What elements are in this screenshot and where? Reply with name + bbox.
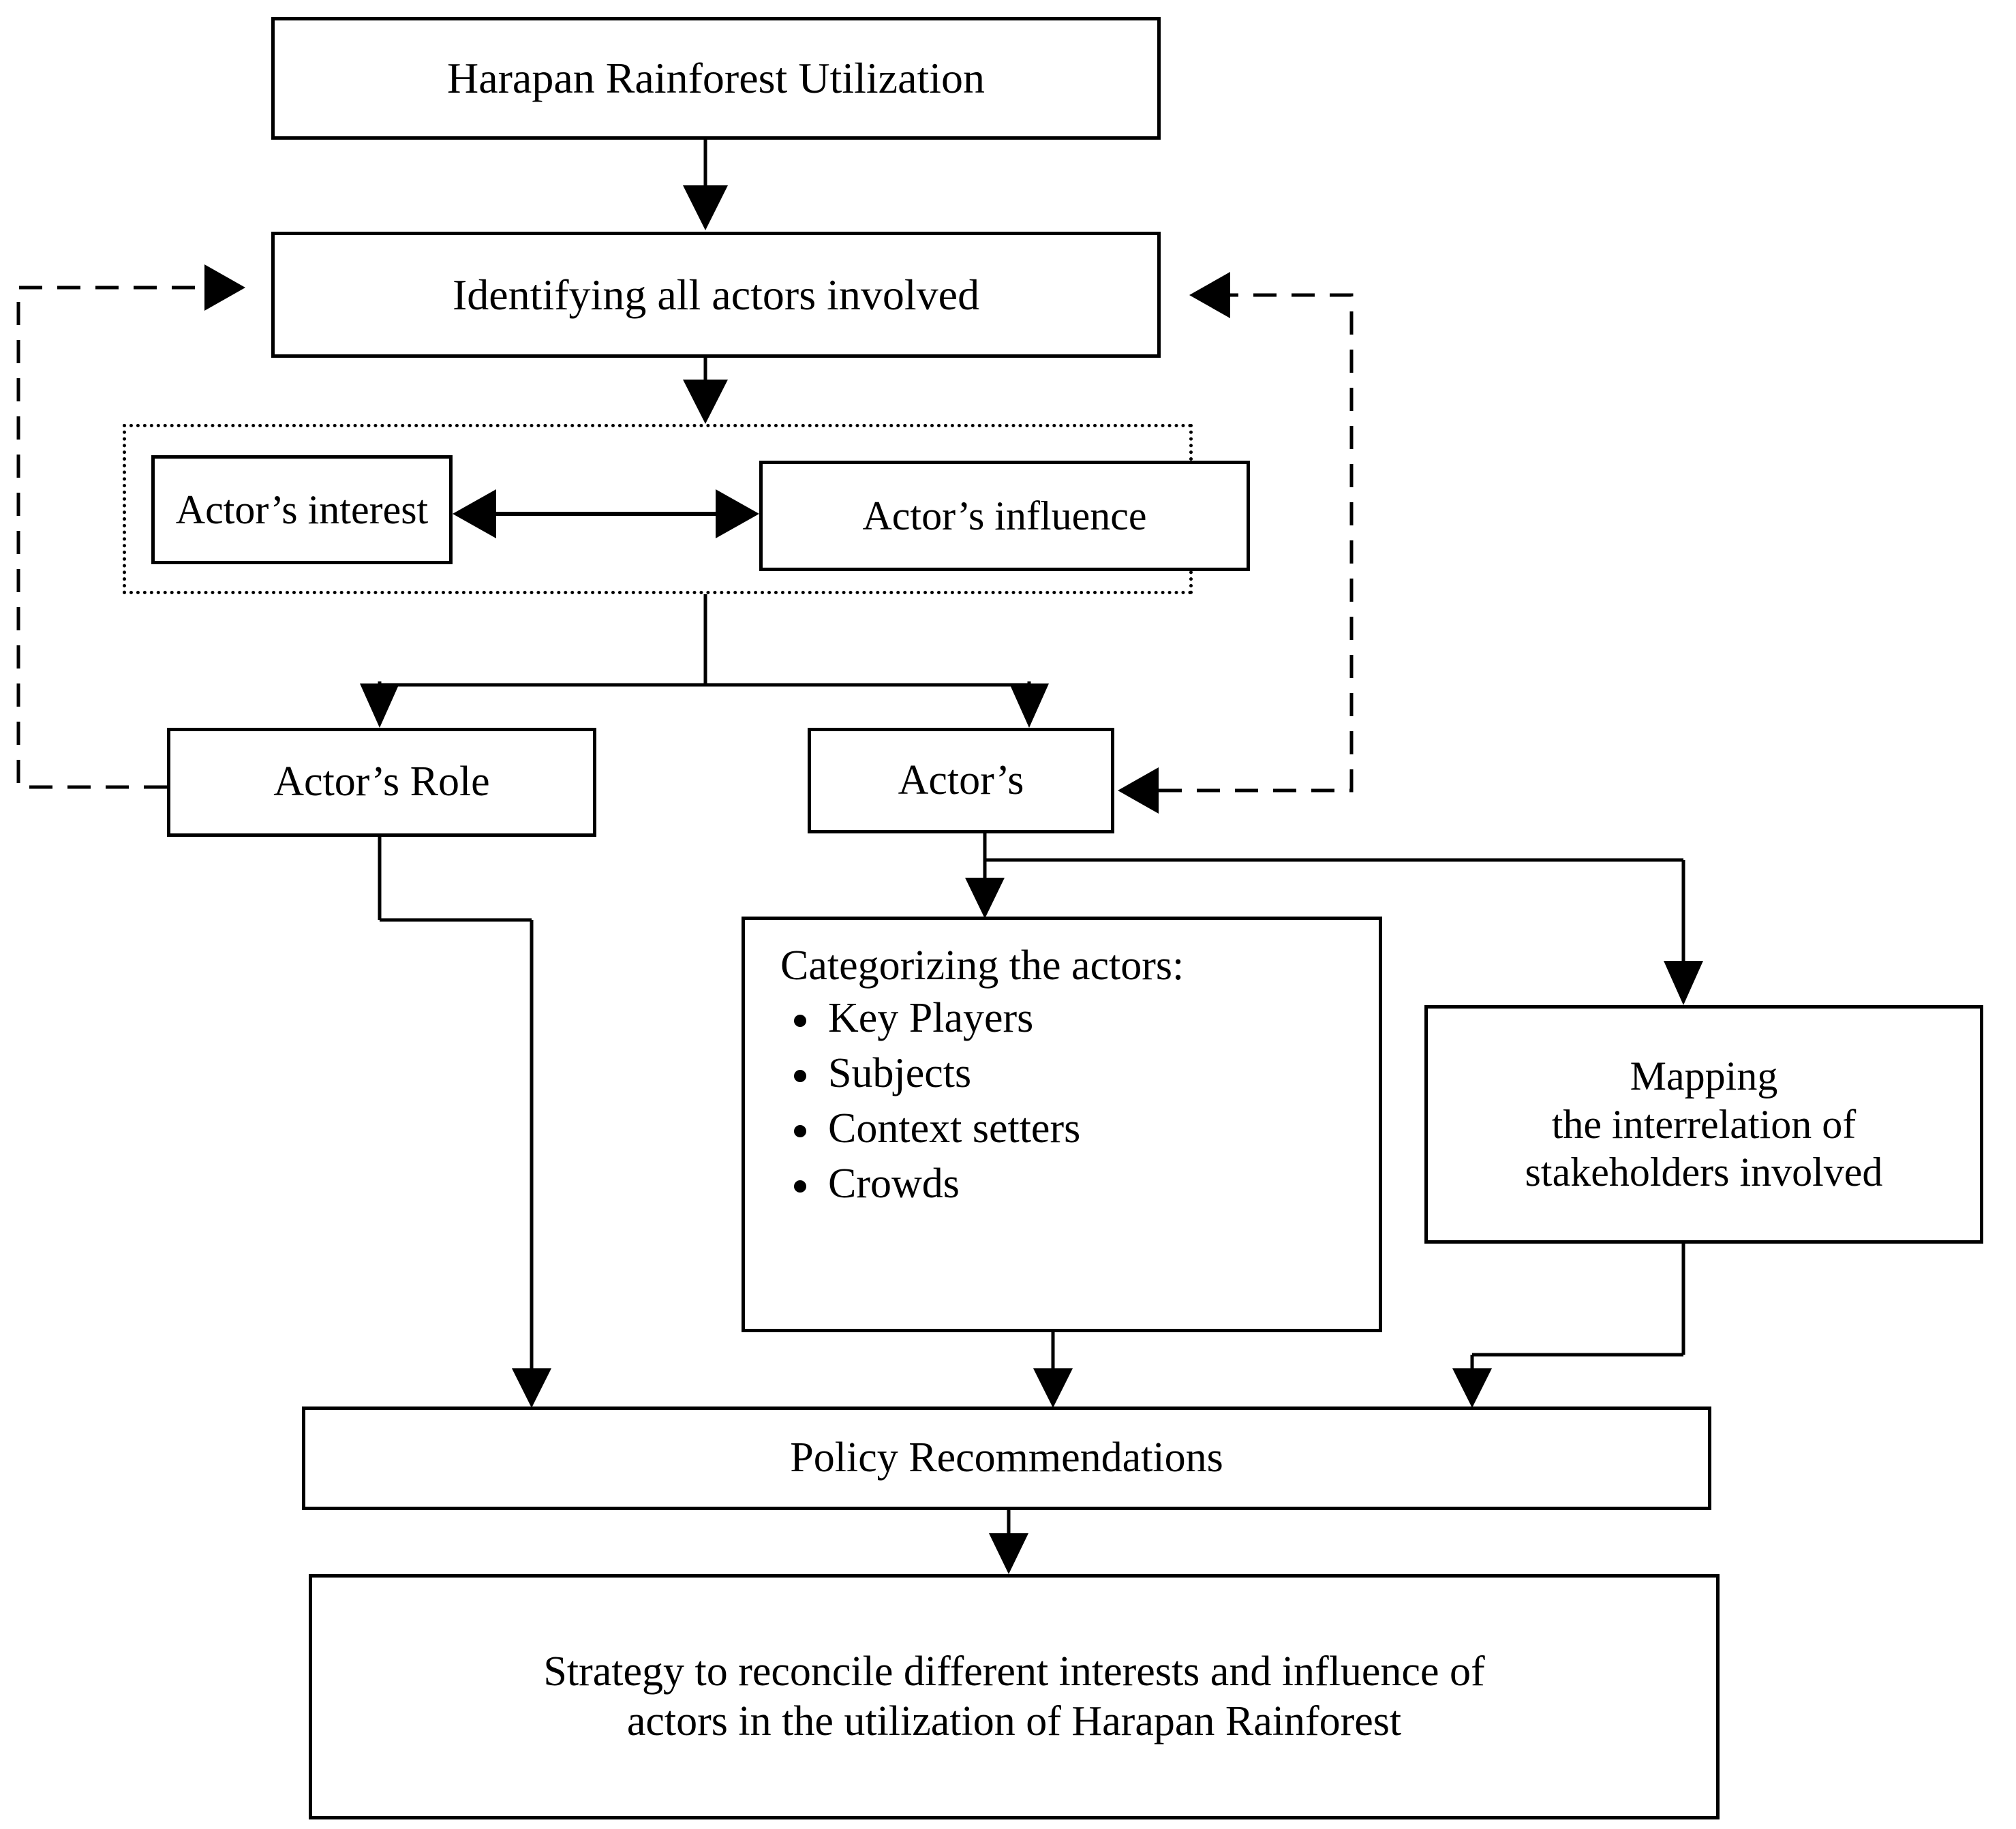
node-role-label: Actor’s Role xyxy=(273,758,490,805)
list-item: Crowds xyxy=(790,1161,1379,1207)
list-item: Subjects xyxy=(790,1050,1379,1096)
node-mapping-interrelation-of-stakeholders[interactable]: Mapping the interrelation of stakeholder… xyxy=(1424,1005,1983,1244)
node-policy-recommendations[interactable]: Policy Recommendations xyxy=(302,1407,1711,1510)
node-strategy-line-2: actors in the utilization of Harapan Rai… xyxy=(626,1698,1402,1745)
node-mapping-label: Mapping the interrelation of stakeholder… xyxy=(1428,1052,1980,1197)
node-actors-role[interactable]: Actor’s Role xyxy=(167,728,596,837)
categorizing-bullet-list: Key Players Subjects Context setters Cro… xyxy=(780,995,1379,1207)
node-mapping-line-3: stakeholders involved xyxy=(1525,1150,1883,1195)
node-mapping-line-2: the interrelation of xyxy=(1551,1101,1857,1147)
node-harapan-rainforest-utilization[interactable]: Harapan Rainforest Utilization xyxy=(271,17,1161,140)
node-actors-label: Actor’s xyxy=(898,756,1024,803)
list-item: Context setters xyxy=(790,1105,1379,1152)
edge-attributes-fork xyxy=(360,594,1049,728)
node-strategy-line-1: Strategy to reconcile different interest… xyxy=(543,1648,1485,1695)
node-strategy-label: Strategy to reconcile different interest… xyxy=(312,1647,1716,1747)
edge-title-to-identify xyxy=(683,140,728,230)
node-actors-interest[interactable]: Actor’s interest xyxy=(151,455,453,564)
list-item: Key Players xyxy=(790,995,1379,1041)
categorizing-heading: Categorizing the actors: xyxy=(780,942,1185,989)
edge-identify-to-actor-attributes xyxy=(683,358,728,424)
node-actors[interactable]: Actor’s xyxy=(808,728,1114,833)
node-mapping-line-1: Mapping xyxy=(1630,1053,1778,1098)
edge-policy-to-strategy xyxy=(989,1510,1028,1574)
edge-mapping-to-policy xyxy=(1452,1244,1685,1408)
edge-actors-to-categorizing xyxy=(965,833,1005,919)
edge-categorizing-to-policy xyxy=(1033,1332,1073,1408)
node-interest-label: Actor’s interest xyxy=(175,487,429,532)
node-categorizing-the-actors[interactable]: Categorizing the actors: Key Players Sub… xyxy=(742,917,1382,1332)
node-strategy-to-reconcile-interests[interactable]: Strategy to reconcile different interest… xyxy=(309,1574,1720,1819)
edge-role-to-policy xyxy=(378,837,551,1408)
node-actors-influence[interactable]: Actor’s influence xyxy=(759,461,1250,571)
node-influence-label: Actor’s influence xyxy=(862,493,1147,538)
node-identify-label: Identifying all actors involved xyxy=(452,270,980,319)
node-identifying-all-actors-involved[interactable]: Identifying all actors involved xyxy=(271,232,1161,358)
node-title-label: Harapan Rainforest Utilization xyxy=(446,54,986,103)
node-policy-label: Policy Recommendations xyxy=(790,1434,1223,1481)
